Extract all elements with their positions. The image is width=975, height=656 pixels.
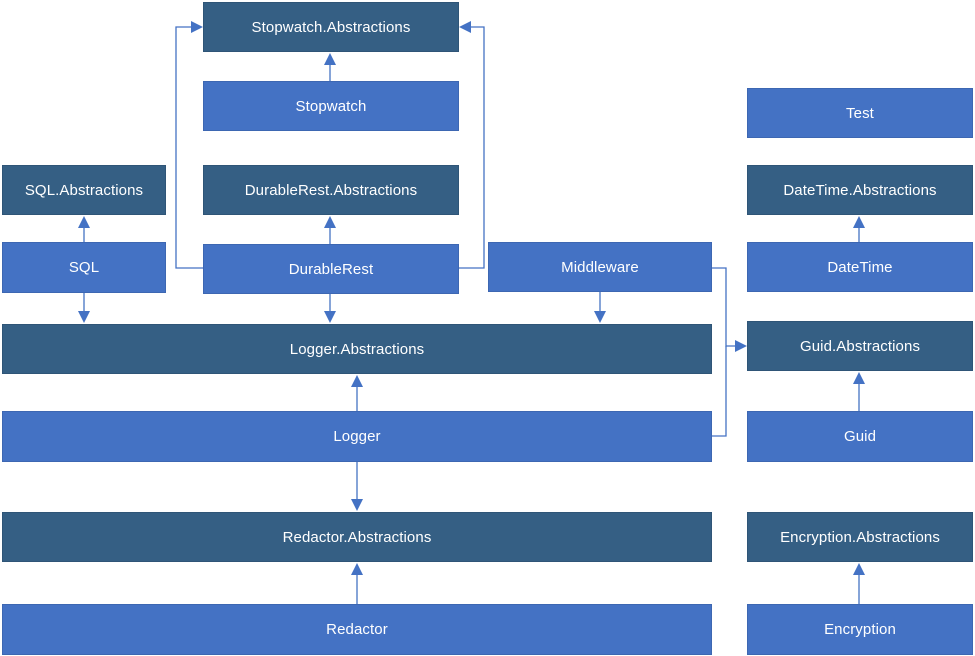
node-label: DurableRest bbox=[288, 260, 374, 278]
encryption-node: Encryption bbox=[747, 604, 973, 655]
node-label: Encryption bbox=[824, 621, 896, 638]
edge-redactor-to-redactor-abstractions bbox=[351, 563, 363, 604]
logger-abstractions-node: Logger.Abstractions bbox=[2, 324, 712, 374]
edge-middleware-to-guid-abstractions bbox=[712, 267, 747, 352]
node-label: SQL.Abstractions bbox=[24, 181, 144, 199]
datetime-abstractions-node: DateTime.Abstractions bbox=[747, 165, 973, 215]
node-label: Middleware bbox=[561, 258, 639, 276]
edge-logger-to-guid-abstractions bbox=[712, 346, 727, 437]
guid-abstractions-node: Guid.Abstractions bbox=[747, 321, 973, 371]
encryption-abstractions-node: Encryption.Abstractions bbox=[747, 512, 973, 562]
node-label: Logger bbox=[333, 428, 381, 445]
edge-encryption-to-encryption-abstractions bbox=[853, 563, 865, 604]
node-label: Guid bbox=[843, 428, 877, 445]
test-node: Test bbox=[747, 88, 973, 138]
datetime-node: DateTime bbox=[747, 242, 973, 292]
node-label: Guid.Abstractions bbox=[799, 337, 921, 355]
node-label: SQL bbox=[68, 259, 100, 276]
middleware-node: Middleware bbox=[488, 242, 712, 292]
node-label: Stopwatch bbox=[295, 97, 367, 115]
sql-abstractions-node: SQL.Abstractions bbox=[2, 165, 166, 215]
edge-durablerest-to-durablerest-abstractions bbox=[324, 216, 336, 244]
logger-node: Logger bbox=[2, 411, 712, 462]
node-label: Logger.Abstractions bbox=[289, 340, 425, 358]
edge-sql-to-logger-abstractions bbox=[78, 293, 90, 323]
edge-middleware-to-logger-abstractions bbox=[594, 292, 606, 323]
node-label: DurableRest.Abstractions bbox=[244, 181, 418, 199]
edge-logger-to-redactor-abstractions bbox=[351, 462, 363, 511]
node-label: Test bbox=[846, 104, 874, 122]
stopwatch-abstractions-node: Stopwatch.Abstractions bbox=[203, 2, 459, 52]
durablerest-node: DurableRest bbox=[203, 244, 459, 294]
edge-durablerest-to-logger-abstractions bbox=[324, 294, 336, 323]
redactor-abstractions-node: Redactor.Abstractions bbox=[2, 512, 712, 562]
stopwatch-node: Stopwatch bbox=[203, 81, 459, 131]
edge-guid-to-guid-abstractions bbox=[853, 372, 865, 411]
edge-sql-to-sql-abstractions bbox=[78, 216, 90, 242]
edge-datetime-to-datetime-abstractions bbox=[853, 216, 865, 242]
node-label: DateTime.Abstractions bbox=[783, 181, 937, 199]
redactor-node: Redactor bbox=[2, 604, 712, 655]
node-label: Encryption.Abstractions bbox=[780, 528, 940, 546]
edge-durablerest-to-stopwatch-abstractions-right bbox=[458, 21, 485, 269]
edge-durablerest-to-stopwatch-abstractions-left bbox=[175, 21, 203, 269]
guid-node: Guid bbox=[747, 411, 973, 462]
node-label: Redactor.Abstractions bbox=[282, 528, 432, 546]
node-label: Redactor bbox=[326, 621, 388, 638]
edge-stopwatch-to-stopwatch-abstractions bbox=[324, 53, 336, 81]
node-label: DateTime bbox=[827, 258, 893, 276]
sql-node: SQL bbox=[2, 242, 166, 293]
durablerest-abstractions-node: DurableRest.Abstractions bbox=[203, 165, 459, 215]
node-label: Stopwatch.Abstractions bbox=[251, 18, 411, 36]
edge-logger-to-logger-abstractions bbox=[351, 375, 363, 411]
